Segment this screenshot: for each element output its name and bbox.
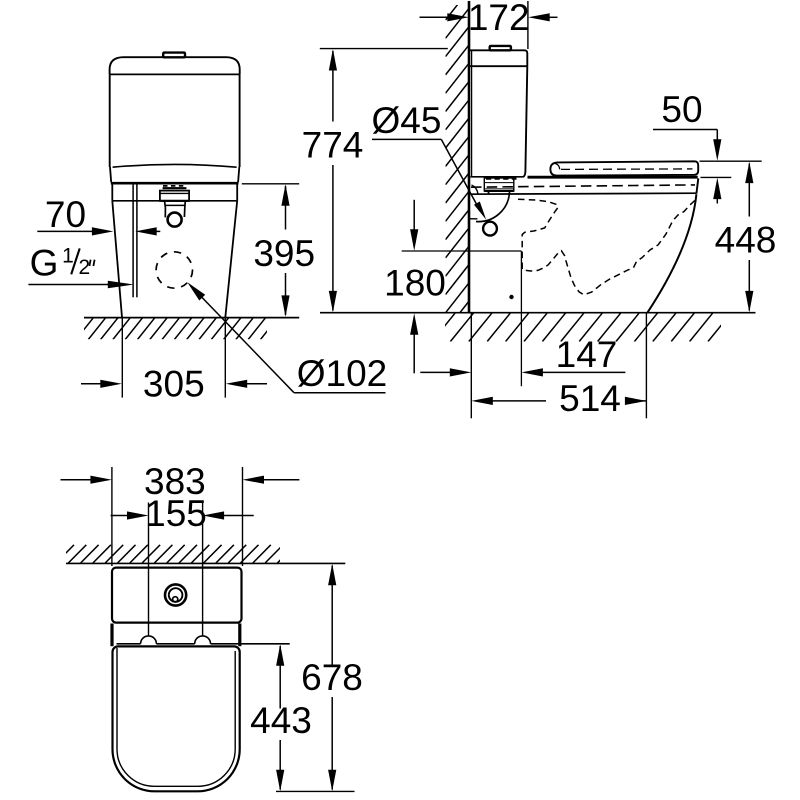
svg-text:1: 1 <box>62 245 74 268</box>
svg-text:395: 395 <box>253 233 315 274</box>
svg-text:G: G <box>30 243 59 284</box>
svg-text:678: 678 <box>301 657 363 698</box>
svg-text:514: 514 <box>559 378 621 419</box>
svg-text:147: 147 <box>556 334 618 375</box>
svg-text:155: 155 <box>145 493 207 534</box>
svg-text:443: 443 <box>250 700 312 741</box>
svg-text:Ø45: Ø45 <box>372 100 442 141</box>
svg-text:70: 70 <box>45 194 86 235</box>
svg-text:383: 383 <box>144 461 206 502</box>
svg-text:Ø102: Ø102 <box>297 353 388 394</box>
svg-text:2: 2 <box>78 256 90 279</box>
svg-text:305: 305 <box>143 364 205 405</box>
svg-text:50: 50 <box>661 89 702 130</box>
svg-text:448: 448 <box>715 220 777 261</box>
svg-text:172: 172 <box>468 0 530 38</box>
svg-text:180: 180 <box>384 262 446 303</box>
svg-text:774: 774 <box>302 125 364 166</box>
